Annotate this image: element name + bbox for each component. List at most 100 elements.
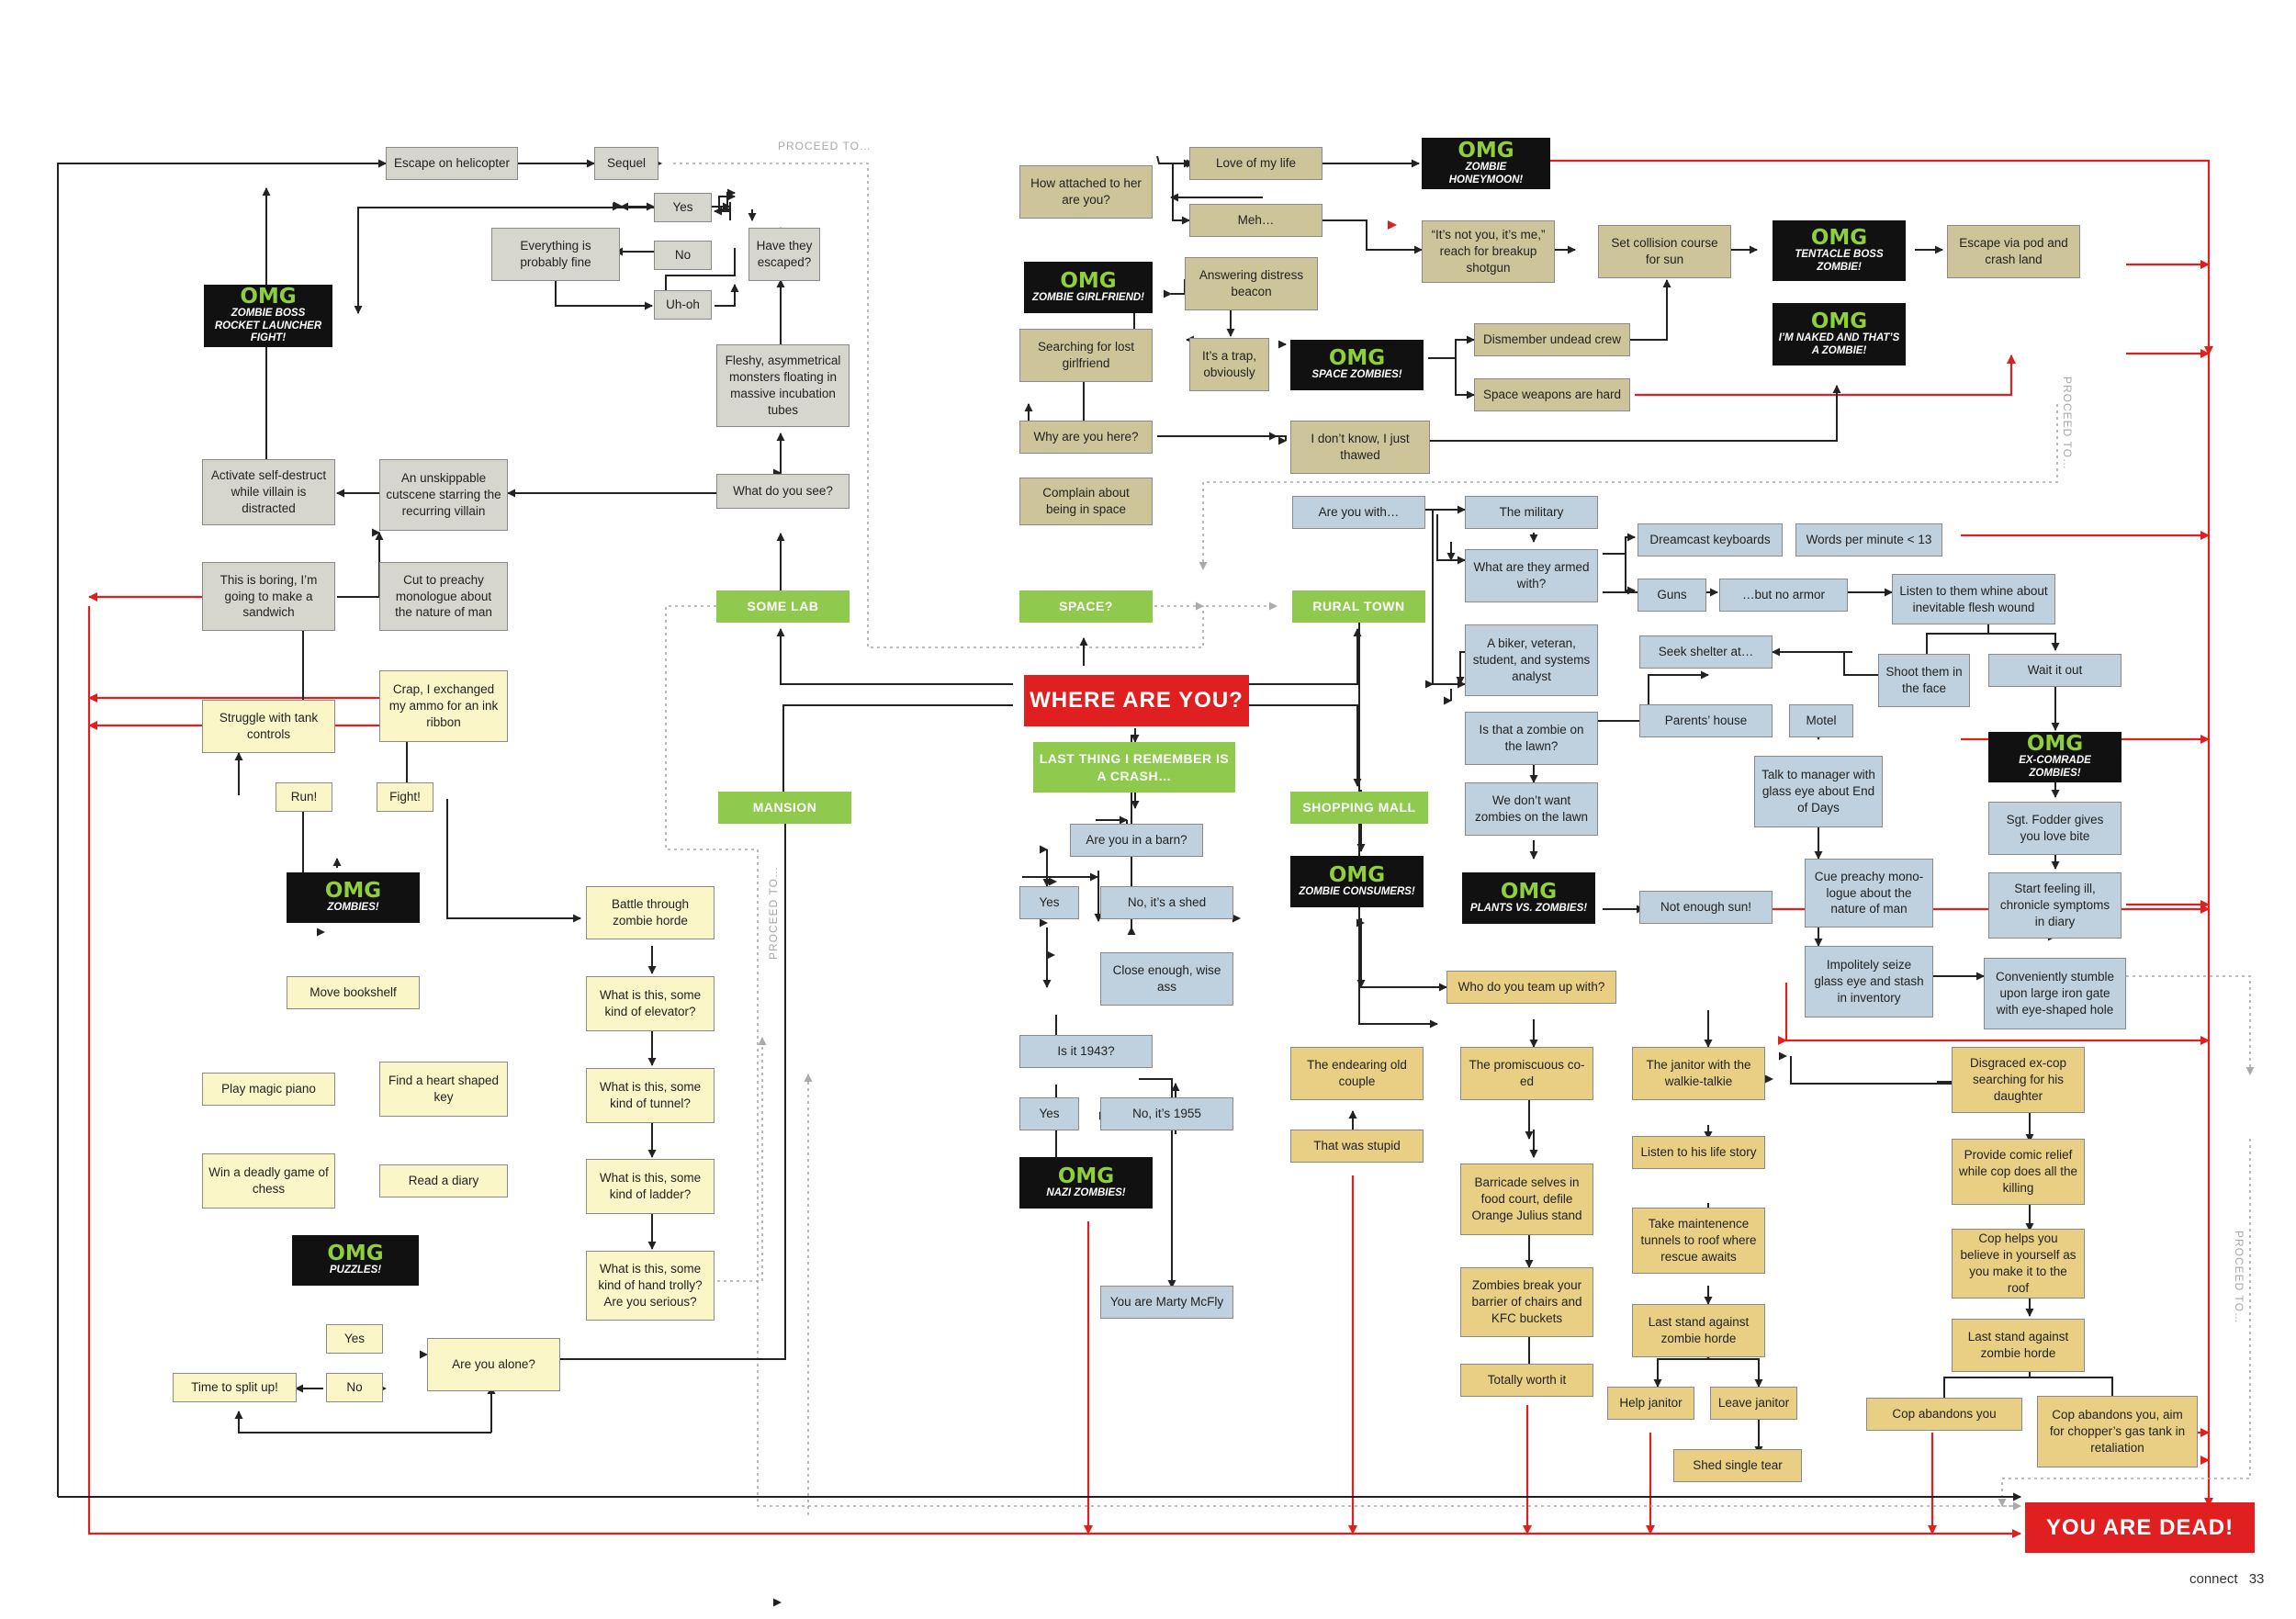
page-footer: connect 33	[2189, 1571, 2264, 1587]
omg-label: OMG	[240, 284, 297, 309]
node-talk-manager: Talk to manager with glass eye about End…	[1754, 756, 1883, 827]
omg-label: OMG	[1458, 138, 1514, 163]
node-shed-tear: Shed single tear	[1673, 1449, 1802, 1482]
node-struggle: Struggle with tank controls	[202, 700, 335, 753]
node-dont-know: I don’t know, I just thawed	[1290, 421, 1430, 474]
node-last-stand-c: Last stand against zombie horde	[1952, 1319, 2085, 1372]
node-complain: Complain about being in space	[1019, 478, 1153, 525]
node-elevator: What is this, some kind of elevator?	[586, 976, 715, 1031]
node-win-chess: Win a deadly game of chess	[202, 1153, 335, 1209]
node-help-janitor: Help janitor	[1607, 1387, 1694, 1420]
node-armed: What are they armed with?	[1465, 549, 1598, 602]
node-hand-trolly: What is this, some kind of hand trolly? …	[586, 1251, 715, 1321]
node-dismember: Dismember undead crew	[1474, 323, 1630, 356]
omg-caption: ZOMBIES!	[327, 902, 379, 914]
node-love-life: Love of my life	[1189, 147, 1322, 180]
node-wait-out: Wait it out	[1988, 654, 2122, 687]
proceed-label: PROCEED TO…	[2233, 1231, 2245, 1324]
node-not-you: “It’s not you, it’s me,” reach for break…	[1422, 220, 1555, 283]
node-space-weapons: Space weapons are hard	[1474, 378, 1630, 411]
node-find-heart: Find a heart shaped key	[379, 1062, 508, 1117]
node-omg-plants: OMG PLANTS VS. ZOMBIES!	[1462, 872, 1595, 924]
proceed-label: PROCEED TO…	[2061, 377, 2074, 470]
omg-caption: ZOMBIE BOSS ROCKET LAUNCHER FIGHT!	[214, 307, 322, 344]
node-cop-abandons: Cop abandons you	[1866, 1398, 2022, 1431]
omg-caption: EX-COMRADE ZOMBIES!	[2019, 755, 2091, 779]
omg-caption: SPACE ZOMBIES!	[1311, 369, 1402, 381]
node-biker: A biker, veteran, student, and systems a…	[1465, 624, 1598, 696]
node-tunnel: What is this, some kind of tunnel?	[586, 1068, 715, 1123]
node-words-min: Words per minute < 13	[1795, 523, 1942, 557]
node-how-attached: How attached to her are you?	[1019, 165, 1153, 219]
page-number: 33	[2248, 1571, 2265, 1587]
node-unskippable: An unskippable cutscene starring the rec…	[379, 459, 508, 531]
node-omg-excomrade: OMG EX-COMRADE ZOMBIES!	[1988, 732, 2122, 782]
node-totally-worth: Totally worth it	[1460, 1364, 1593, 1397]
node-cue-preachy: Cue preachy mono-logue about the nature …	[1805, 859, 1933, 928]
omg-label: OMG	[327, 1242, 384, 1266]
node-shed: No, it’s a shed	[1100, 886, 1233, 919]
omg-caption: PLANTS VS. ZOMBIES!	[1469, 902, 1588, 914]
omg-label: OMG	[1057, 1164, 1115, 1188]
node-shopping-mall: SHOPPING MALL	[1290, 792, 1428, 824]
node-no-armor: …but no armor	[1719, 579, 1848, 612]
node-omg-tentacle: OMG TENTACLE BOSS ZOMBIE!	[1773, 220, 1906, 281]
node-marty: You are Marty McFly	[1100, 1286, 1233, 1319]
node-military: The military	[1465, 496, 1598, 529]
node-omg-naked: OMG I’M NAKED AND THAT’S A ZOMBIE!	[1773, 303, 1906, 365]
node-dreamcast: Dreamcast keyboards	[1638, 523, 1783, 557]
node-last-thing: LAST THING I REMEMBER IS A CRASH…	[1033, 742, 1235, 793]
node-you-are-dead: YOU ARE DEAD!	[2025, 1502, 2255, 1553]
node-cop-aim: Cop abandons you, aim for chopper’s gas …	[2037, 1396, 2198, 1467]
node-comic-relief: Provide comic relief while cop does all …	[1952, 1139, 2085, 1205]
node-barricade: Barricade selves in food court, defile O…	[1460, 1164, 1593, 1235]
node-escape-pod: Escape via pod and crash land	[1947, 225, 2080, 278]
omg-label: OMG	[2026, 732, 2084, 757]
node-trap: It’s a trap, obviously	[1189, 338, 1269, 391]
omg-label: OMG	[324, 879, 382, 904]
node-battle: Battle through zombie horde	[586, 886, 715, 939]
node-guns: Guns	[1638, 579, 1706, 612]
node-where-are-you: WHERE ARE YOU?	[1024, 675, 1249, 726]
node-play-piano: Play magic piano	[202, 1073, 335, 1106]
node-have-escaped: Have they escaped?	[748, 228, 820, 281]
node-move-bookshelf: Move bookshelf	[287, 976, 420, 1009]
node-answering: Answering distress beacon	[1185, 257, 1318, 310]
node-rural-town: RURAL TOWN	[1292, 590, 1425, 623]
omg-label: OMG	[1500, 879, 1558, 904]
node-cut-preachy: Cut to preachy monologue about the natur…	[379, 562, 508, 631]
node-fleshy: Fleshy, asymmetrical monsters floating i…	[716, 344, 850, 427]
node-searching: Searching for lost girlfriend	[1019, 329, 1153, 382]
omg-label: OMG	[1328, 862, 1386, 887]
node-boring: This is boring, I’m going to make a sand…	[202, 562, 335, 631]
node-listen-life: Listen to his life story	[1632, 1136, 1765, 1169]
node-listen-whine: Listen to them whine about inevitable fl…	[1892, 574, 2055, 624]
node-no-lab: No	[654, 241, 712, 270]
node-seek-shelter: Seek shelter at…	[1639, 635, 1773, 669]
node-split-up: Time to split up!	[173, 1373, 297, 1402]
node-space: SPACE?	[1019, 590, 1153, 623]
node-zombie-lawn: Is that a zombie on the lawn?	[1465, 712, 1598, 765]
node-start-feeling: Start feeling ill, chronicle symptoms in…	[1988, 872, 2122, 939]
node-some-lab: SOME LAB	[716, 590, 850, 623]
node-what-see: What do you see?	[716, 474, 850, 509]
node-activate: Activate self-destruct while villain is …	[202, 459, 335, 525]
node-janitor: The janitor with the walkie-talkie	[1632, 1047, 1765, 1100]
publication-name: connect	[2189, 1571, 2238, 1587]
node-cop-helps: Cop helps you believe in yourself as you…	[1952, 1229, 2085, 1299]
omg-label: OMG	[1810, 309, 1868, 333]
node-omg-space: OMG SPACE ZOMBIES!	[1290, 340, 1424, 390]
node-escape-heli: Escape on helicopter	[386, 147, 518, 180]
node-who-team: Who do you team up with?	[1446, 971, 1616, 1004]
omg-caption: ZOMBIE GIRLFRIEND!	[1031, 291, 1145, 303]
node-close-enough: Close enough, wise ass	[1100, 952, 1233, 1006]
node-shoot-face: Shoot them in the face	[1878, 654, 1970, 707]
node-endearing: The endearing old couple	[1290, 1047, 1424, 1100]
node-yes-lab: Yes	[654, 193, 712, 222]
node-why-here: Why are you here?	[1019, 421, 1153, 454]
omg-caption: PUZZLES!	[329, 1265, 382, 1276]
omg-caption: TENTACLE BOSS ZOMBIE!	[1795, 248, 1884, 273]
node-yes-alone: Yes	[326, 1324, 383, 1354]
node-ladder: What is this, some kind of ladder?	[586, 1159, 715, 1214]
